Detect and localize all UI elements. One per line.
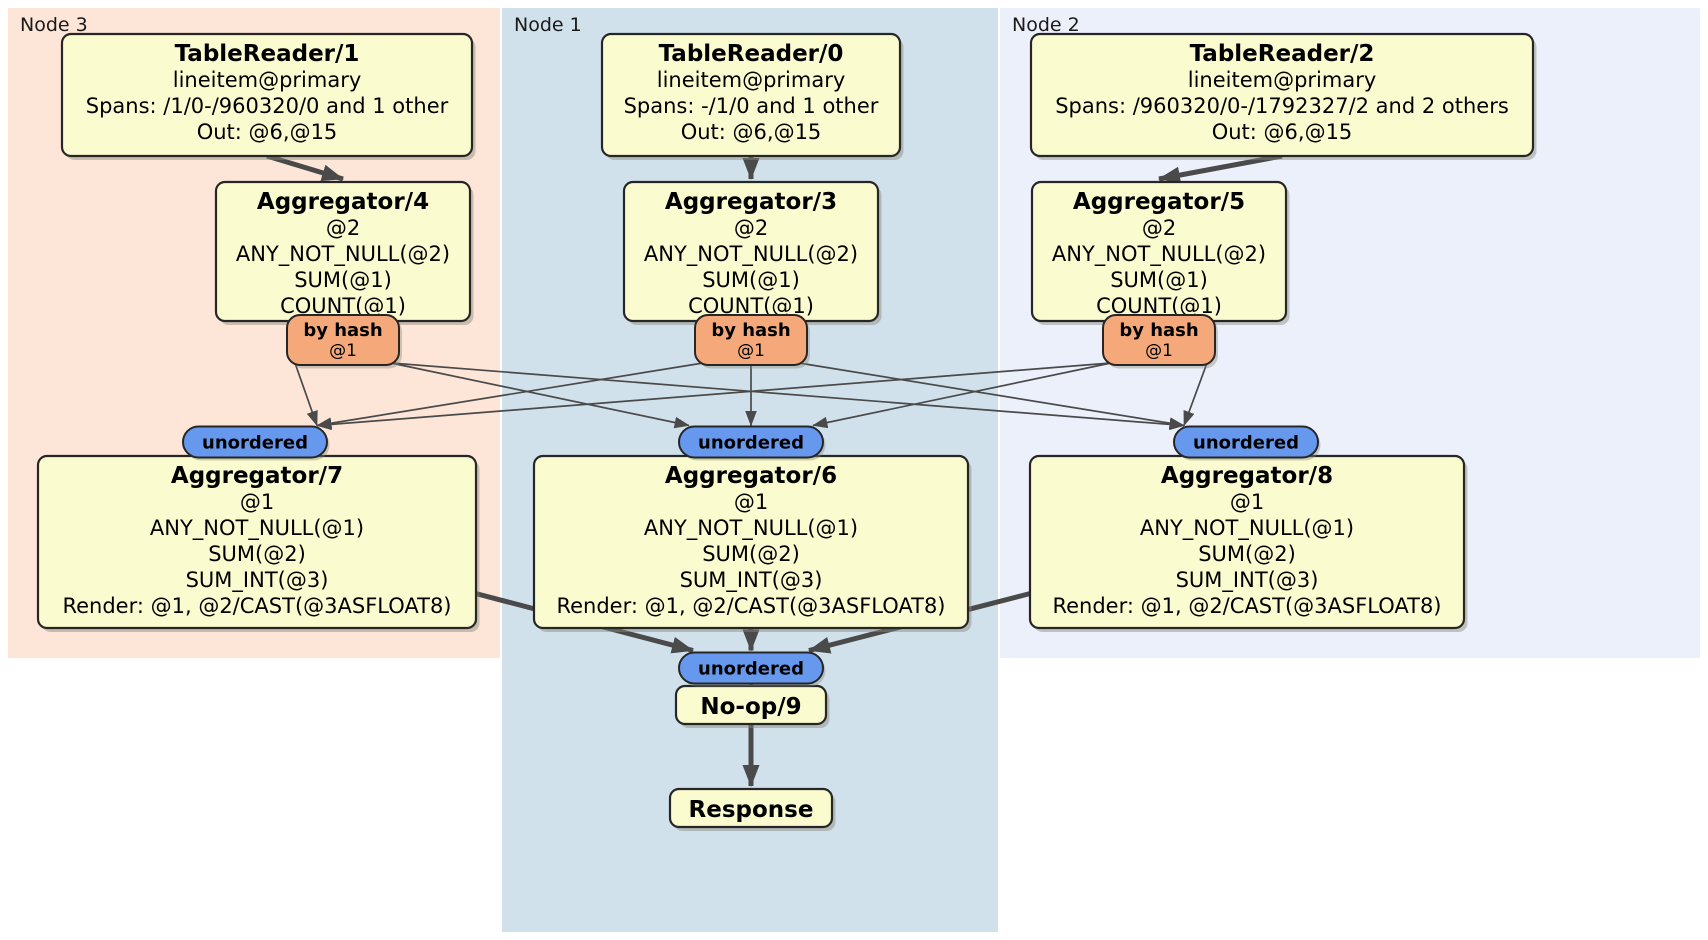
hash-pill-sublabel: @1 [737, 341, 765, 361]
processor-response[interactable]: Response [668, 787, 836, 831]
processor-no-op-9[interactable]: No-op/9 [674, 684, 830, 728]
edge-hash-to-unordered [812, 362, 1112, 429]
region-label-node2: Node 2 [1012, 14, 1080, 36]
processor-aggregator-7[interactable]: Aggregator/7@1ANY_NOT_NULL(@1)SUM(@2)SUM… [36, 454, 480, 632]
hash-pill-box[interactable] [1102, 314, 1216, 366]
processor-line: SUM_INT(@3) [186, 568, 329, 593]
processor-line: lineitem@primary [1188, 68, 1377, 92]
processor-title: Aggregator/5 [1073, 189, 1245, 215]
unordered-pill-box[interactable] [678, 425, 824, 459]
processor-box[interactable] [1029, 32, 1535, 158]
edge-hash-to-unordered [316, 362, 704, 429]
unordered-pill-unordered-left[interactable]: unordered [182, 425, 330, 461]
processor-aggregator-6[interactable]: Aggregator/6@1ANY_NOT_NULL(@1)SUM(@2)SUM… [532, 454, 972, 632]
processor-title: Response [689, 797, 814, 823]
edge-hash-to-unordered [294, 362, 318, 427]
processor-line: Render: @1, @2/CAST(@3ASFLOAT8) [62, 594, 451, 618]
processor-line: SUM(@1) [294, 268, 392, 292]
processor-line: Spans: /960320/0-/1792327/2 and 2 others [1055, 94, 1509, 118]
unordered-pill-box[interactable] [1173, 425, 1319, 459]
hash-pill-hash-left[interactable]: by hash@1 [286, 314, 402, 369]
processor-line: Spans: -/1/0 and 1 other [624, 94, 879, 118]
processor-line: Out: @6,@15 [681, 120, 822, 144]
edge-reader-to-aggregator [266, 153, 344, 182]
unordered-pill-unordered-right[interactable]: unordered [1173, 425, 1321, 461]
processor-title: Aggregator/6 [665, 463, 837, 489]
processor-aggregator-5[interactable]: Aggregator/5@2ANY_NOT_NULL(@2)SUM(@1)COU… [1030, 180, 1290, 325]
processor-title: Aggregator/4 [257, 189, 429, 215]
processor-aggregator-8[interactable]: Aggregator/8@1ANY_NOT_NULL(@1)SUM(@2)SUM… [1028, 454, 1468, 632]
unordered-pill-box[interactable] [182, 425, 328, 459]
hash-pill-box[interactable] [694, 314, 808, 366]
unordered-pill-unordered-final[interactable]: unordered [678, 651, 826, 687]
processor-line: ANY_NOT_NULL(@1) [150, 516, 364, 541]
processor-line: ANY_NOT_NULL(@2) [1052, 242, 1266, 267]
processor-line: ANY_NOT_NULL(@1) [1140, 516, 1354, 541]
unordered-pill-label: unordered [202, 433, 308, 454]
unordered-pill-label: unordered [698, 659, 804, 680]
hash-pill-sublabel: @1 [1145, 341, 1173, 361]
unordered-pill-box[interactable] [678, 651, 824, 685]
processor-line: @1 [734, 490, 768, 514]
processor-line: ANY_NOT_NULL(@2) [236, 242, 450, 267]
hash-pill-label: by hash [303, 320, 382, 341]
hash-pill-hash-center[interactable]: by hash@1 [694, 314, 810, 369]
hash-pill-label: by hash [1119, 320, 1198, 341]
processor-line: Render: @1, @2/CAST(@3ASFLOAT8) [1052, 594, 1441, 618]
hash-pill-box[interactable] [286, 314, 400, 366]
processor-box[interactable] [600, 32, 902, 158]
hash-pill-label: by hash [711, 320, 790, 341]
processor-line: @1 [1230, 490, 1264, 514]
hash-pill-sublabel: @1 [329, 341, 357, 361]
processor-line: SUM(@1) [1110, 268, 1208, 292]
edge-hash-to-unordered [390, 362, 1185, 431]
processor-line: Spans: /1/0-/960320/0 and 1 other [86, 94, 449, 118]
region-label-node3: Node 3 [20, 14, 88, 36]
processor-line: SUM(@2) [1198, 542, 1296, 566]
processor-aggregator-4[interactable]: Aggregator/4@2ANY_NOT_NULL(@2)SUM(@1)COU… [214, 180, 474, 325]
processor-line: @2 [734, 216, 768, 240]
processor-line: Render: @1, @2/CAST(@3ASFLOAT8) [556, 594, 945, 618]
processor-box[interactable] [674, 684, 828, 726]
processor-title: TableReader/1 [175, 41, 360, 67]
processor-line: ANY_NOT_NULL(@2) [644, 242, 858, 267]
edge-hash-to-unordered [390, 362, 690, 429]
processor-title: No-op/9 [700, 694, 801, 720]
processor-line: ANY_NOT_NULL(@1) [644, 516, 858, 541]
processor-line: SUM(@2) [208, 542, 306, 566]
processor-line: SUM_INT(@3) [1176, 568, 1319, 593]
edge-hash-to-unordered [316, 362, 1112, 431]
region-label-node1: Node 1 [514, 14, 582, 36]
processor-title: TableReader/0 [659, 41, 844, 67]
edge-hash-to-unordered [1183, 362, 1208, 427]
edge-hash-to-unordered [798, 362, 1185, 429]
edge-reader-to-aggregator [1158, 153, 1283, 184]
processor-line: SUM_INT(@3) [680, 568, 823, 593]
processor-line: lineitem@primary [657, 68, 846, 92]
processor-line: lineitem@primary [173, 68, 362, 92]
processor-line: SUM(@2) [702, 542, 800, 566]
processor-line: SUM(@1) [702, 268, 800, 292]
processor-line: @2 [1142, 216, 1176, 240]
processor-line: Out: @6,@15 [197, 120, 338, 144]
processor-title: Aggregator/8 [1161, 463, 1333, 489]
processor-line: Out: @6,@15 [1212, 120, 1353, 144]
processor-title: Aggregator/7 [171, 463, 343, 489]
hash-pill-hash-right[interactable]: by hash@1 [1102, 314, 1218, 369]
processor-title: TableReader/2 [1190, 41, 1375, 67]
unordered-pill-unordered-center[interactable]: unordered [678, 425, 826, 461]
processor-box[interactable] [60, 32, 474, 158]
processor-aggregator-3[interactable]: Aggregator/3@2ANY_NOT_NULL(@2)SUM(@1)COU… [622, 180, 882, 325]
processor-line: @2 [326, 216, 360, 240]
unordered-pill-label: unordered [698, 433, 804, 454]
processor-line: @1 [240, 490, 274, 514]
processor-box[interactable] [668, 787, 834, 829]
unordered-pill-label: unordered [1193, 433, 1299, 454]
processor-title: Aggregator/3 [665, 189, 837, 215]
